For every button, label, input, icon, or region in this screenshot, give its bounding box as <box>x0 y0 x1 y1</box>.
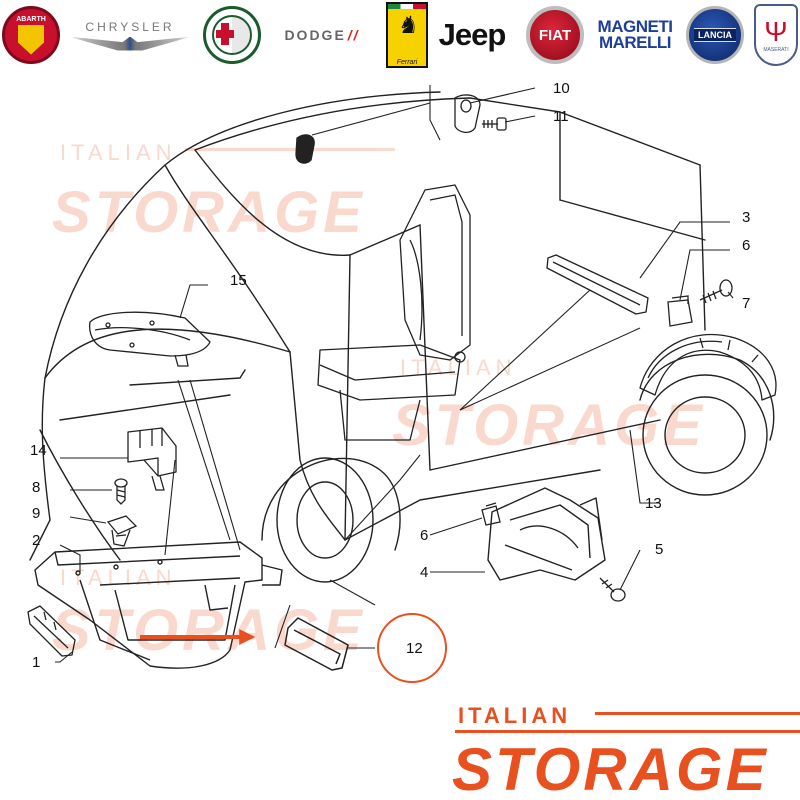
part-7-screw <box>699 279 733 304</box>
callout-numbers: 10 11 3 6 7 15 14 8 9 2 1 6 4 5 13 12 <box>30 80 750 671</box>
watermark-word1-c: ITALIAN <box>60 565 177 590</box>
brand-logo-strip: ABARTH CHRYSLER DODGE// ♞ Ferrari Jeep F… <box>0 0 800 72</box>
part-9-clip-nut <box>106 515 138 547</box>
trident-icon: Ψ <box>764 16 788 47</box>
footer-rule-lower <box>455 730 800 733</box>
callout-2: 2 <box>32 532 40 549</box>
watermark-word2-b: STORAGE <box>392 393 706 458</box>
jeep-logo: Jeep <box>438 17 507 52</box>
footer-word1: ITALIAN <box>458 703 571 728</box>
watermark: ITALIAN STORAGE ITALIAN STORAGE ITALIAN … <box>52 140 706 663</box>
callout-6-lower: 6 <box>420 527 428 544</box>
callout-13: 13 <box>645 495 662 512</box>
watermark-word2: STORAGE <box>52 180 366 245</box>
leader-lines <box>55 85 734 663</box>
magneti-marelli-logo: MAGNETI MARELLI <box>597 17 673 52</box>
fiat-logo: FIAT <box>526 6 584 64</box>
callout-10: 10 <box>553 80 570 97</box>
van-body-outline <box>29 91 775 583</box>
abarth-logo: ABARTH <box>2 6 60 64</box>
highlight-circle-12 <box>377 613 447 683</box>
part-14-bracket <box>127 427 177 491</box>
part-6-clip-upper <box>667 295 693 327</box>
part-6-clip-lower <box>481 502 501 526</box>
prancing-horse-icon: ♞ <box>396 12 418 39</box>
part-2-console-tray <box>34 541 283 669</box>
callout-7: 7 <box>742 295 750 312</box>
dodge-logo: DODGE// <box>284 27 360 43</box>
footer-word2: STORAGE <box>452 736 769 800</box>
callout-1: 1 <box>32 654 40 671</box>
watermark-rule <box>185 148 395 151</box>
callout-4: 4 <box>420 564 428 581</box>
part-4-side-panel <box>487 487 606 581</box>
cross-serpent-icon <box>212 15 252 55</box>
callout-15: 15 <box>230 272 247 289</box>
part-5-screw <box>599 577 626 602</box>
part-15-panel <box>89 311 211 367</box>
footer-rule-upper <box>595 712 800 715</box>
part-3-trim-strip <box>546 254 649 315</box>
callout-11: 11 <box>553 108 569 125</box>
callout-9: 9 <box>32 505 40 522</box>
stripes-icon: // <box>347 27 360 43</box>
part-12-cover <box>284 617 349 671</box>
callout-3: 3 <box>742 209 750 226</box>
callout-14: 14 <box>30 442 47 459</box>
callout-8: 8 <box>32 479 40 496</box>
part-11-screw <box>482 117 507 131</box>
chrysler-logo: CHRYSLER <box>66 2 194 68</box>
lancia-logo: LANCIA <box>686 6 744 64</box>
alfa-romeo-logo <box>203 6 261 64</box>
driver-seat <box>317 184 471 441</box>
part-13-wheel-arch-liner <box>639 333 777 401</box>
callout-5: 5 <box>655 541 663 558</box>
maserati-logo: Ψ MASERATI <box>754 4 798 66</box>
italian-storage-logo: ITALIAN STORAGE <box>452 703 800 800</box>
watermark-word1: ITALIAN <box>60 140 177 165</box>
part-10-bracket <box>295 94 481 164</box>
callout-12: 12 <box>406 640 423 657</box>
tricolor-stripe <box>388 4 426 9</box>
ferrari-logo: ♞ Ferrari <box>386 2 428 68</box>
part-1-handle <box>27 605 76 657</box>
part-8-screw <box>114 478 128 505</box>
callout-6-upper: 6 <box>742 237 750 254</box>
